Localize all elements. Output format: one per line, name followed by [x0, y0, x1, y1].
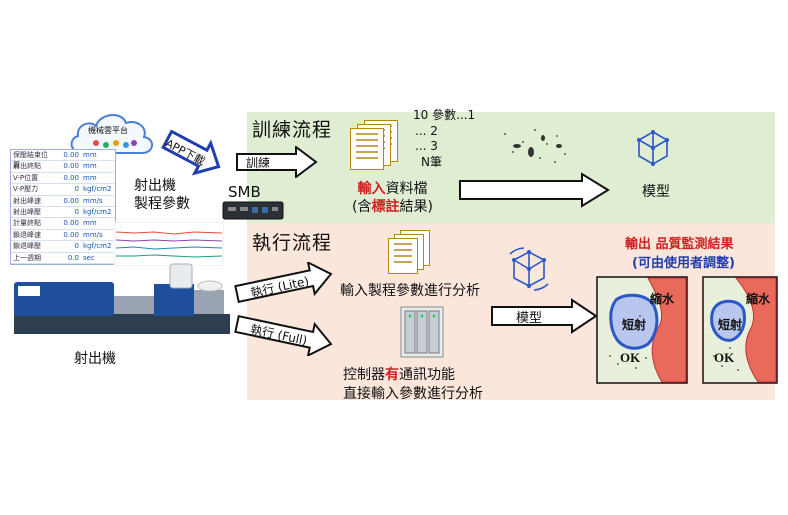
param-unit: kgf/cm2	[83, 185, 112, 194]
param-unit: sec	[83, 253, 95, 262]
process-params-label: 射出機 製程參數	[134, 177, 190, 213]
short-shot-label: 短射	[718, 318, 743, 332]
table-row: 射出峰速 0.00 mm/s	[11, 196, 115, 207]
param-list-item: ... 2	[415, 123, 438, 138]
cloud-platform: 機械雲平台	[66, 103, 158, 159]
lite-text: 輸入製程參數進行分析	[340, 283, 480, 299]
full-text: 控制器有通訊功能 直接輸入參數進行分析	[343, 366, 483, 404]
table-row: V-P位置 0.00 mm	[11, 173, 115, 185]
param-name: 鎖退峰壓	[13, 242, 41, 251]
training-document-stack	[350, 120, 400, 170]
param-list-item: 10 參數...1	[413, 108, 476, 122]
cloud-title: 機械雲平台	[88, 126, 128, 135]
app-download-arrow: APP下載	[160, 129, 226, 180]
param-name: 保壓結束位置	[13, 151, 48, 170]
injection-machine	[10, 262, 235, 340]
param-value: 0.00	[63, 196, 79, 205]
input-file-text: 資料檔	[385, 181, 428, 197]
full-text-post: 通訊功能	[399, 367, 455, 383]
training-model-icon	[633, 128, 673, 172]
smb-device	[222, 199, 284, 221]
train-arrow-label: 訓練	[246, 156, 271, 170]
table-row: 鎖退峰壓 0 kgf/cm2	[11, 241, 115, 253]
table-row: 計量終點 0.00 mm	[11, 218, 115, 230]
execution-title: 執行流程	[252, 232, 333, 254]
param-name: 計量終點	[13, 219, 41, 228]
training-model-label: 模型	[642, 184, 670, 200]
full-arrow: 執行 (Full)	[232, 312, 336, 356]
param-value: 0.00	[63, 230, 79, 239]
input-note-bold: 標註	[371, 199, 400, 215]
shrink-label: 縮水	[746, 292, 771, 306]
table-row: 保壓結束位置 0.00 mm	[11, 150, 115, 170]
ok-label: OK	[620, 350, 641, 365]
lite-arrow: 執行 (Lite)	[232, 262, 336, 306]
table-row: 射出終點 0.00 mm	[11, 161, 115, 173]
param-unit: mm/s	[83, 230, 103, 239]
process-label-line2: 製程參數	[134, 196, 190, 212]
process-label-line1: 射出機	[134, 178, 176, 194]
param-name: 射出峰速	[13, 196, 41, 205]
trend-chart	[113, 221, 225, 267]
param-unit: mm	[83, 173, 97, 182]
param-value: 0.00	[63, 151, 79, 159]
param-value: 0	[74, 242, 79, 251]
full-text-bold: 有	[385, 367, 399, 383]
param-value: 0.0	[67, 253, 79, 262]
param-unit: mm	[83, 219, 97, 228]
result-panel-2: 縮水 短射 OK	[702, 276, 778, 384]
full-text-line2: 直接輸入參數進行分析	[343, 386, 483, 402]
training-panel	[247, 112, 775, 223]
input-note-open: (含	[352, 199, 372, 215]
input-note-close: 結果)	[399, 199, 433, 215]
param-unit: mm/s	[83, 196, 103, 205]
param-list-item: ... 3	[415, 139, 438, 153]
train-arrow: 訓練	[236, 146, 318, 178]
param-value: 0.00	[63, 219, 79, 228]
param-unit: mm	[83, 151, 97, 159]
param-name: 射出峰壓	[13, 207, 41, 216]
param-unit: mm	[83, 162, 97, 171]
input-emphasis: 輸入	[357, 181, 386, 197]
training-input-desc: 輸入資料檔 (含標註結果)	[352, 180, 433, 216]
param-list: 10 參數...1 ... 2 ... 3 N筆	[413, 108, 475, 170]
param-unit: kgf/cm2	[83, 242, 112, 251]
param-value: 0	[74, 207, 79, 216]
ok-label: OK	[714, 350, 735, 365]
shrink-label: 縮水	[650, 292, 675, 306]
param-value: 0.00	[63, 162, 79, 171]
execution-model-arrow: 模型	[490, 298, 598, 334]
output-title: 輸出 品質監測結果	[625, 237, 734, 252]
output-subtitle: (可由使用者調整)	[632, 256, 735, 271]
full-text-pre: 控制器	[343, 367, 385, 383]
controller-device	[400, 306, 444, 358]
param-name: 上一週期	[13, 253, 41, 262]
train-model-arrow	[458, 172, 610, 208]
table-row: V-P壓力 0 kgf/cm2	[11, 184, 115, 196]
param-name: 射出終點	[13, 162, 41, 171]
cloud-icon	[70, 114, 153, 154]
training-title: 訓練流程	[252, 119, 333, 141]
result-panel-1: 縮水 短射 OK	[596, 276, 688, 384]
param-name: V-P位置	[13, 173, 39, 182]
machine-label: 射出機	[74, 351, 116, 367]
param-name: 鎖退峰速	[13, 230, 41, 239]
table-row: 射出峰壓 0 kgf/cm2	[11, 207, 115, 219]
param-list-item: N筆	[421, 154, 442, 169]
param-value: 0.00	[63, 173, 79, 182]
short-shot-label: 短射	[622, 318, 647, 332]
execution-model-icon	[506, 246, 552, 296]
execution-document-stack	[388, 230, 436, 274]
table-row: 鎖退峰速 0.00 mm/s	[11, 230, 115, 242]
param-value: 0	[74, 185, 79, 194]
table-row: 上一週期 0.0 sec	[11, 253, 115, 264]
param-unit: kgf/cm2	[83, 207, 112, 216]
execution-model-arrow-label: 模型	[516, 311, 543, 326]
smb-label: SMB	[228, 183, 261, 201]
training-scatter-plot	[495, 122, 575, 170]
param-name: V-P壓力	[13, 185, 39, 194]
